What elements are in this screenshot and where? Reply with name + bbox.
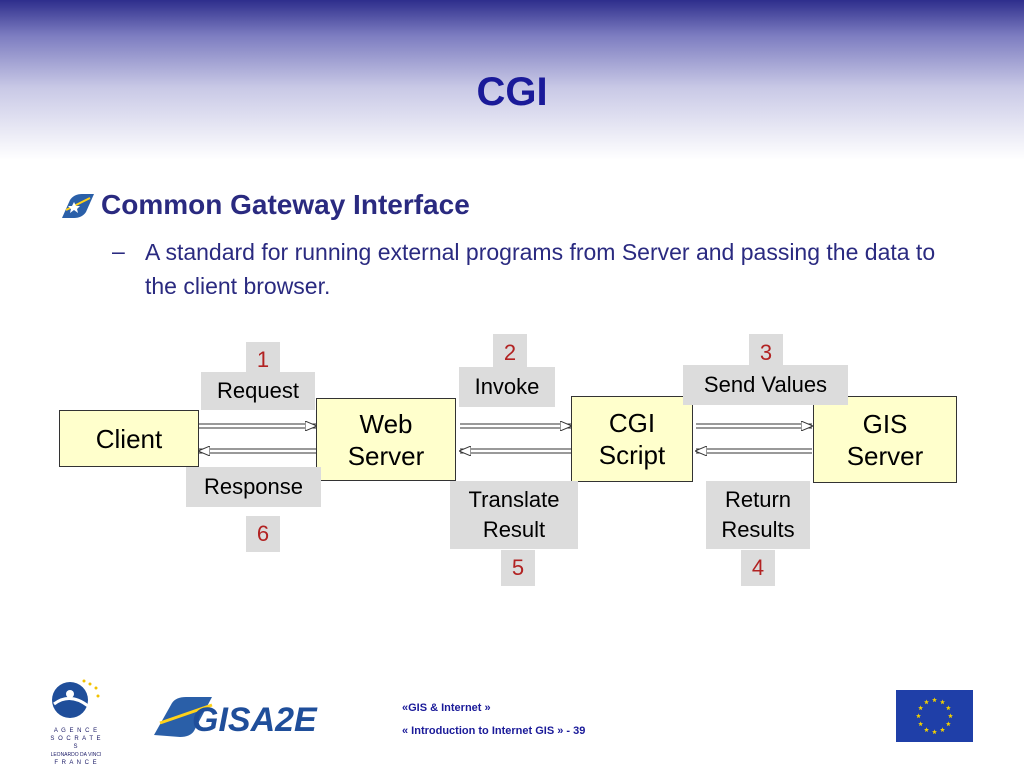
step-number-2: 2 [493,334,527,372]
eu-flag-star [940,699,945,705]
eu-flag-star [945,721,951,727]
eu-flag-star [948,713,953,719]
return-results-line2: Results [721,517,795,542]
sub-bullet-text: A standard for running external programs… [145,239,936,299]
step-label-return-results: Return Results [706,481,810,549]
translate-result-line2: Result [482,517,546,542]
eu-flag-star [945,705,951,711]
step-label-invoke: Invoke [459,367,555,407]
eu-flag [896,690,973,742]
node-gis-server-line1: GIS [862,408,908,439]
agency-line-3: LEONARDO DA VINCI [50,752,102,758]
agency-line-4: F R A N C E [54,760,98,766]
node-client: Client [59,410,199,467]
agency-line-2: S O C R A T E S [50,736,102,750]
eu-flag-star [918,721,924,727]
step-label-translate-result: Translate Result [450,481,578,549]
eu-flag-star [940,727,945,732]
node-client-label: Client [95,423,163,454]
eu-flag-star [924,699,929,705]
eu-flag-star [932,729,937,735]
node-gis-server-line2: Server [846,440,924,471]
step-number-4: 4 [741,550,775,586]
gisa2e-logo-text: GISA2E [192,701,318,739]
agence-socrates-logo [52,679,100,718]
node-cgi-script-line2: Script [598,440,666,470]
bullet-heading: Common Gateway Interface [101,189,470,220]
step-label-response: Response [186,467,321,507]
slide-title: CGI [476,70,548,114]
step-label-send-values: Send Values [683,365,848,405]
sub-bullet-dash: – [112,238,125,264]
footer-line-1: «GIS & Internet » [402,702,491,714]
step-number-5: 5 [501,550,535,586]
node-cgi-script: CGI Script [571,396,693,482]
agency-line-1: A G E N C E [53,728,99,734]
bullet-star-icon [62,194,94,218]
agence-socrates-text: A G E N C E S O C R A T E S LEONARDO DA … [48,727,104,767]
step-label-request: Request [201,372,315,410]
node-web-server-line1: Web [359,408,413,439]
eu-flag-star [918,705,924,711]
translate-result-line1: Translate [468,487,560,512]
node-web-server-line2: Server [347,440,425,471]
eu-flag-star [924,727,929,732]
footer-line-2: « Introduction to Internet GIS » - 39 [402,725,586,737]
node-cgi-script-line1: CGI [608,408,656,438]
node-web-server: Web Server [316,398,456,481]
header-band [0,0,1024,160]
eu-flag-star [932,697,937,703]
return-results-line1: Return [724,487,792,512]
node-gis-server: GIS Server [813,396,957,483]
gisa2e-logo: GISA2E [154,697,318,739]
eu-flag-star [916,713,921,719]
step-number-6: 6 [246,516,280,552]
